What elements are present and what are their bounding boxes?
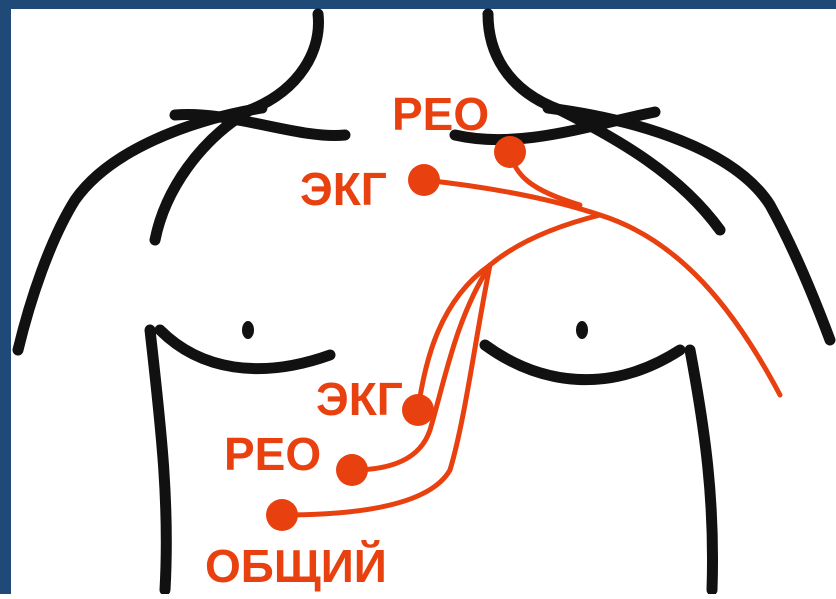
label-ekg-bottom: ЭКГ xyxy=(316,373,403,425)
right-nipple xyxy=(576,321,588,339)
frame-border-left xyxy=(0,0,11,594)
label-common: ОБЩИЙ xyxy=(205,540,387,592)
label-reo-bottom: РЕО xyxy=(224,428,321,480)
label-ekg-top: ЭКГ xyxy=(300,163,387,215)
electrode-reo-top xyxy=(494,136,526,168)
label-reo-top: РЕО xyxy=(392,88,489,140)
left-nipple xyxy=(242,321,254,339)
electrode-ekg-top xyxy=(408,164,440,196)
electrode-common xyxy=(266,499,298,531)
electrode-reo-bottom xyxy=(336,454,368,486)
electrode-ekg-bottom xyxy=(402,394,434,426)
frame-border-top xyxy=(0,0,836,9)
